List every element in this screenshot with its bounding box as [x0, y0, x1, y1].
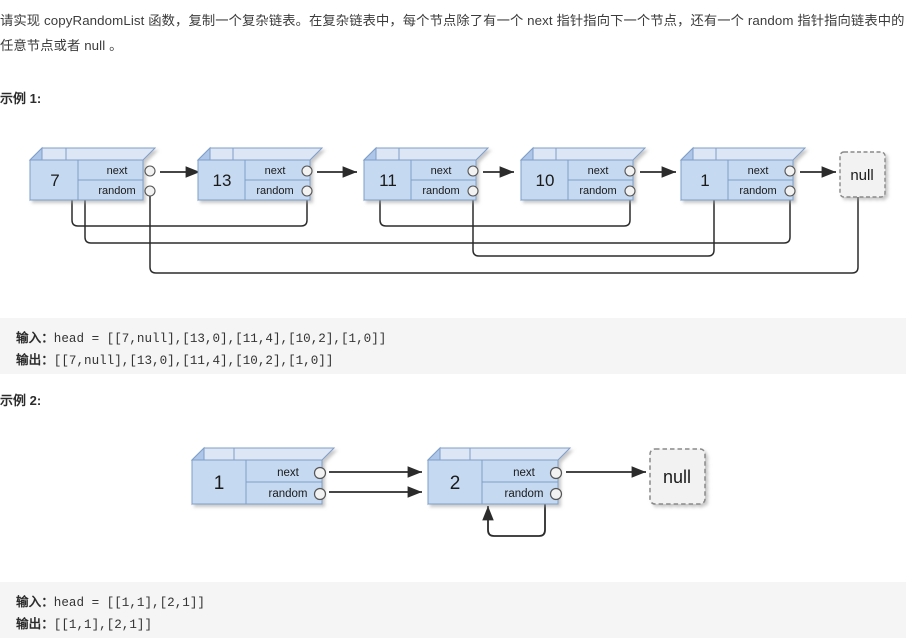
example-2-io-box: 输入：head = [[1,1],[2,1]] 输出：[[1,1],[2,1]] — [0, 582, 906, 638]
next-field-label: next — [513, 467, 536, 479]
node-value-label: 7 — [50, 171, 59, 190]
next-field-label: next — [265, 165, 286, 177]
random-pointer-dot — [301, 185, 313, 197]
example-1-input-line: 输入：head = [[7,null],[13,0],[11,4],[10,2]… — [16, 328, 890, 350]
next-field-label: next — [277, 467, 300, 479]
node-10: 10 next random — [519, 146, 647, 202]
statement-text-run: 指针指向链表中的任意节点或者 — [0, 13, 905, 53]
node-1: 1 next random — [190, 446, 336, 506]
node-2: 2 next random — [426, 446, 572, 506]
example-2-diagram: 1 next random 2 next random null — [190, 446, 706, 537]
random-edge-11-to-1 — [472, 182, 719, 257]
input-value: head = [[1,1],[2,1]] — [53, 596, 205, 610]
example-2-input-line: 输入：head = [[1,1],[2,1]] — [16, 592, 890, 614]
next-field-label: next — [431, 165, 452, 177]
node-1: 1 next random — [679, 146, 807, 202]
random-pointer-dot — [467, 185, 479, 197]
random-field-label: random — [739, 185, 776, 197]
input-value: head = [[7,null],[13,0],[11,4],[10,2],[1… — [53, 332, 387, 346]
output-value: [[7,null],[13,0],[11,4],[10,2],[1,0]] — [53, 354, 334, 368]
node-value-label: 10 — [536, 171, 555, 190]
statement-text-run: 。 — [105, 38, 123, 53]
random-field-label: random — [505, 488, 544, 500]
next-field-label: next — [588, 165, 609, 177]
node-value-label: 1 — [700, 171, 709, 190]
statement-code-token: null — [84, 38, 106, 53]
random-pointer-dot — [144, 185, 156, 197]
next-pointer-dot — [549, 466, 563, 480]
node-value-label: 2 — [450, 473, 461, 494]
node-value-label: 13 — [213, 171, 232, 190]
node-11: 11 next random — [362, 146, 490, 202]
example-1-io-box: 输入：head = [[7,null],[13,0],[11,4],[10,2]… — [0, 318, 906, 374]
statement-code-token: copyRandomList — [44, 13, 145, 28]
node-value-label: 1 — [214, 473, 225, 494]
example-2-output-line: 输出：[[1,1],[2,1]] — [16, 614, 890, 636]
random-pointer-dot — [624, 185, 636, 197]
statement-text-run: 请实现 — [0, 13, 44, 28]
node-13: 13 next random — [196, 146, 324, 202]
random-field-label: random — [256, 185, 293, 197]
random-field-label: random — [98, 185, 135, 197]
null-label: null — [663, 467, 691, 487]
next-pointer-dot — [301, 165, 313, 177]
random-pointer-dot — [549, 487, 563, 501]
node-7: 7 next random — [28, 146, 157, 202]
next-pointer-dot — [624, 165, 636, 177]
random-pointer-dot — [313, 487, 327, 501]
statement-text-run: 指针指向下一个节点，还有一个 — [552, 13, 748, 28]
next-field-label: next — [748, 165, 769, 177]
input-label: 输入： — [16, 331, 54, 345]
problem-statement: 请实现 copyRandomList 函数，复制一个复杂链表。在复杂链表中，每个… — [0, 8, 912, 58]
statement-text-run: 函数，复制一个复杂链表。在复杂链表中，每个节点除了有一个 — [144, 13, 528, 28]
output-label: 输出： — [16, 617, 54, 631]
output-value: [[1,1],[2,1]] — [53, 618, 153, 632]
random-pointer-dot — [784, 185, 796, 197]
next-pointer-dot — [313, 466, 327, 480]
random-field-label: random — [579, 185, 616, 197]
next-field-label: next — [107, 165, 128, 177]
example-2-heading: 示例 2: — [0, 393, 42, 408]
null-node: null — [649, 448, 706, 505]
example-1-heading: 示例 1: — [0, 91, 42, 106]
input-label: 输入： — [16, 595, 54, 609]
random-edge-7-to-null — [149, 182, 863, 274]
random-edge-2-to-2 — [482, 493, 546, 537]
next-pointer-dot — [467, 165, 479, 177]
next-pointer-dot — [784, 165, 796, 177]
example-1-diagram: 7 next random 13 next random — [28, 146, 886, 274]
statement-code-token: next — [527, 13, 553, 28]
example-1-output-line: 输出：[[7,null],[13,0],[11,4],[10,2],[1,0]] — [16, 350, 890, 372]
null-label: null — [850, 167, 873, 184]
random-field-label: random — [422, 185, 459, 197]
null-node: null — [839, 151, 886, 198]
output-label: 输出： — [16, 353, 54, 367]
random-edge-10-to-11 — [375, 182, 631, 227]
statement-code-token: random — [747, 13, 794, 28]
random-edge-13-to-7 — [67, 178, 308, 227]
random-field-label: random — [269, 488, 308, 500]
next-pointer-dot — [144, 165, 156, 177]
node-value-label: 11 — [379, 171, 397, 190]
random-edge-1-to-7 — [80, 178, 791, 244]
